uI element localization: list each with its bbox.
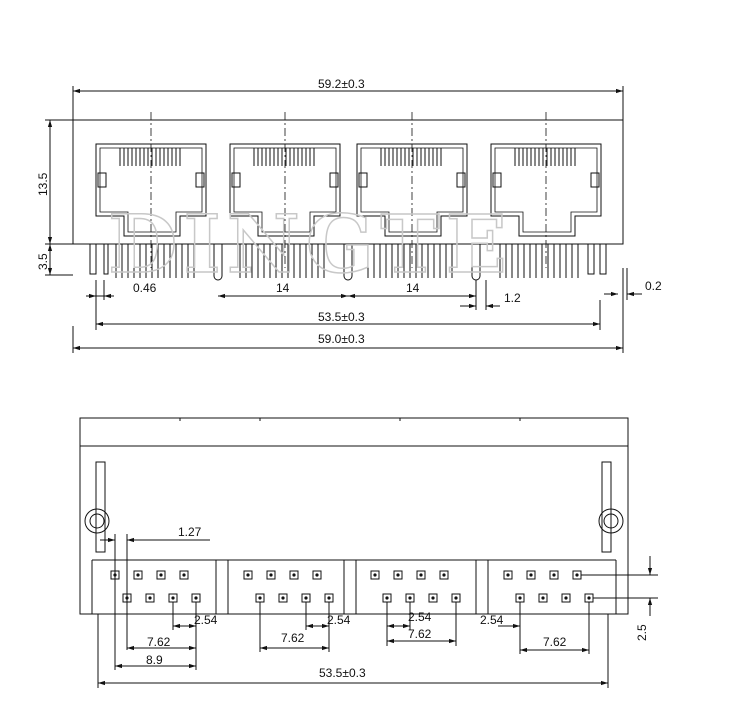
dim-overall-top: 59.2±0.3: [318, 77, 365, 91]
dim-first-offset: 8.9: [146, 653, 163, 667]
dim-pin-width: 0.46: [133, 281, 157, 295]
dim-overall-bottom: 59.0±0.3: [318, 332, 365, 346]
dim-spacing-right: 14: [406, 281, 420, 295]
dim-pin-height: 3.5: [36, 253, 50, 270]
pcb-pads: [110, 570, 594, 603]
dim-spacing-left: 14: [276, 281, 290, 295]
dim-total-span: 53.5±0.3: [319, 666, 366, 680]
dim-pitch-half: 1.27: [178, 525, 202, 539]
dim-pitch-4: 2.54: [480, 613, 504, 627]
dim-pitch-2: 2.54: [327, 613, 351, 627]
dim-group-span-1: 7.62: [147, 635, 171, 649]
dim-group-span-3: 7.62: [408, 627, 432, 641]
dim-height: 13.5: [36, 172, 50, 196]
dim-pitch-1: 2.54: [194, 613, 218, 627]
dim-row-spacing: 2.5: [635, 624, 649, 641]
dim-group-span-4: 7.62: [543, 635, 567, 649]
port-openings: [95, 143, 602, 237]
bottom-view: [79, 417, 658, 688]
port-contacts: [97, 148, 600, 188]
dim-group-span-2: 7.62: [281, 631, 305, 645]
dim-end-gap: 1.2: [504, 291, 521, 305]
pcb-pins: [89, 244, 607, 281]
dim-pitch-3: 2.54: [408, 610, 432, 624]
watermark: DINGTE: [108, 197, 513, 291]
front-view: [45, 86, 642, 353]
dim-pin-span: 53.5±0.3: [318, 310, 365, 324]
dim-offset: 0.2: [645, 279, 662, 293]
